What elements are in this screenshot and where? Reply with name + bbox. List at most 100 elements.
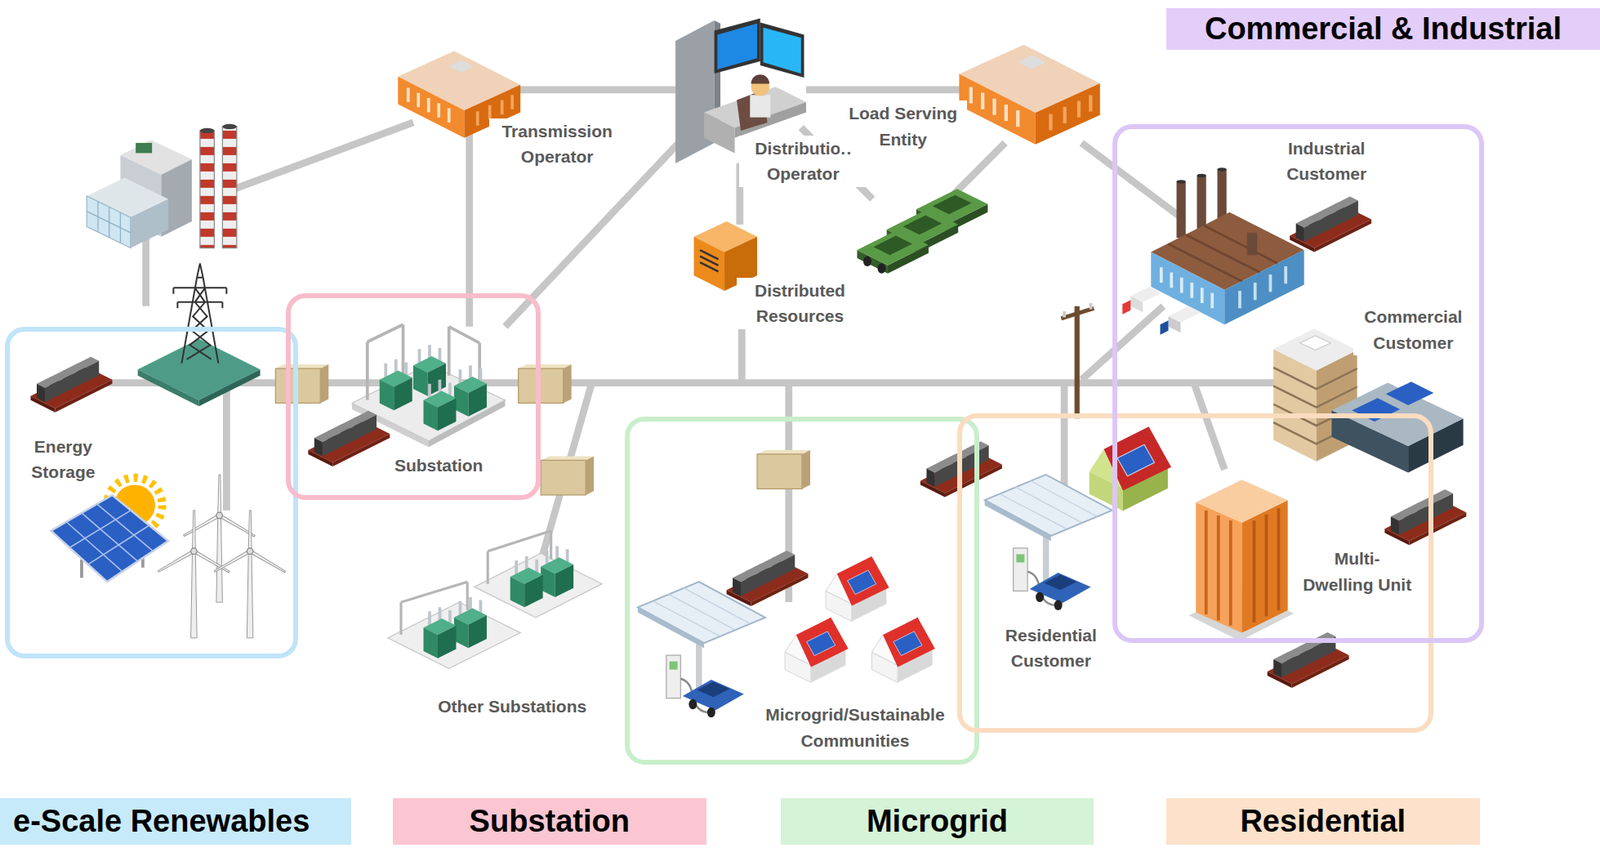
power-line [806,86,965,94]
text-anchor: Multi-Dwelling Unit [1298,545,1417,598]
wind-farm-icon [157,474,286,638]
transmission-tower-icon [138,369,200,406]
factory-icon [1216,169,1226,219]
text-anchor: Substation [392,452,486,479]
band-title: Commercial & Industrial [1204,11,1562,47]
microgrid-houses-icon [825,556,890,622]
illustration [540,455,594,495]
text-anchor: Distributed Resources [736,277,865,330]
generator-icon [694,236,725,291]
factory-icon [1247,232,1257,255]
operator-workstation-icon [717,23,758,70]
wind-farm-icon [213,510,286,638]
substation-icon [423,379,456,431]
power-plant-icon [130,199,169,249]
operator-workstation-icon [675,20,714,164]
microgrid-houses-icon [784,617,849,683]
text-anchor: Commercial Customer [1353,303,1473,356]
commercial-building-icon [1300,335,1331,350]
illustration [30,356,112,413]
substation-icon [379,359,413,411]
utility-pole-icon [1060,303,1094,419]
region-label: Microgrid/Sustainable Communities [754,701,956,754]
other-substations-icon [510,556,544,607]
electric-cars-icon [856,188,988,274]
factory-icon [1150,252,1225,326]
factory-icon [1122,167,1304,335]
category-band: Residential [1166,797,1480,845]
operator-workstation-icon [704,111,735,153]
illustration [1384,489,1467,545]
utility-pole-icon [1064,303,1091,317]
other-substations-icon [387,530,602,669]
region-outline: Energy Storage [4,326,299,659]
generator-icon [699,249,718,272]
power-plant-icon [86,200,131,243]
illustration [726,550,809,607]
illustration [30,17,1467,718]
solar-panel-icon [50,494,169,582]
power-line [222,383,231,511]
region-outline: Industrial CustomerCommercial CustomerMu… [1112,124,1485,643]
multi-dwelling-icon [1195,502,1242,633]
power-plant-icon [222,126,237,249]
other-substations-icon [540,545,574,597]
multi-dwelling-icon [1195,479,1288,522]
band-title: e-Scale Renewables [13,803,310,839]
operator-workstation-icon [749,94,771,117]
illustration [757,450,811,489]
illustration [307,410,390,467]
text-anchor: Microgrid/Sustainable Communities [754,701,956,754]
illustration [518,364,572,403]
factory-icon [1168,316,1182,333]
component-label: Transmission Operator [489,118,625,170]
other-substations-icon [474,552,602,618]
utility-pole-icon [1060,307,1094,318]
factory-icon [1160,320,1169,335]
operator-workstation-icon [760,22,805,77]
power-plant-icon [135,142,152,153]
region-label: Residential Customer [991,622,1111,674]
band-title: Microgrid [866,803,1008,839]
transmission-tower-icon [138,338,261,401]
power-plant-icon [86,196,131,249]
illustration [958,44,1100,145]
multi-dwelling-icon [1253,508,1279,623]
commercial-building-icon [1273,328,1357,370]
microgrid-houses-icon [871,617,936,683]
electric-cars-icon [856,229,928,274]
transmission-tower-icon [199,369,261,406]
factory-icon [1224,249,1304,325]
solar-panel-icon [66,503,153,572]
transmission-tower-icon [173,287,227,308]
factory-icon [1176,179,1186,183]
factory-icon [1239,266,1286,308]
illustration [1289,196,1372,253]
solar-panel-icon [50,494,169,582]
power-line [106,89,1281,602]
region-outline: Substation [285,293,541,501]
region-label: Energy Storage [15,433,111,486]
multi-dwelling-icon [1189,479,1295,641]
region-label: Industrial Customer [1270,135,1382,188]
transmission-tower-icon [173,262,227,363]
power-line [1194,383,1225,470]
text-anchor: Load Serving Entity [839,100,968,152]
operator-workstation-icon [763,27,802,74]
text-anchor: Energy Storage [15,433,111,486]
category-band: Commercial & Industrial [1166,8,1600,50]
band-title: Substation [469,803,630,839]
operator-workstation-icon [714,17,761,73]
factory-icon [1161,267,1213,308]
transmission-tower-icon [138,262,261,406]
power-line [1081,142,1184,220]
power-plant-icon [200,128,214,134]
component-label: Load Serving Entity [839,100,968,152]
text-anchor: Industrial Customer [1270,135,1382,188]
factory-icon [1130,295,1143,312]
illustration [275,364,329,403]
commercial-building-icon [1386,381,1435,406]
category-band: e-Scale Renewables [0,797,352,845]
multi-dwelling-icon [1241,499,1288,633]
text-anchor: Transmission Operator [489,118,625,170]
